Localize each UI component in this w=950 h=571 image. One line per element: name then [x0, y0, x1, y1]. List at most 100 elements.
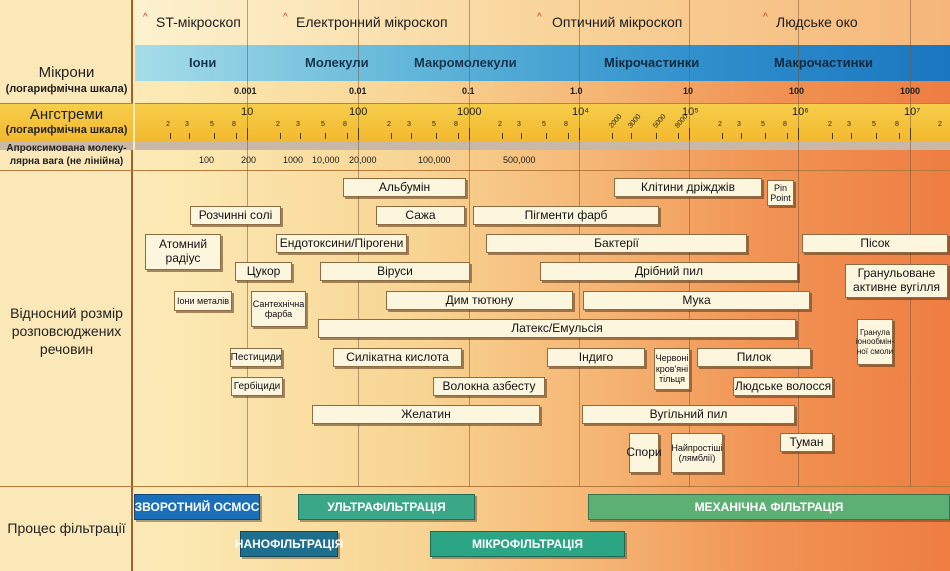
- grid-line: [798, 0, 799, 487]
- angstrom-minor-tick-label: 2: [718, 121, 722, 128]
- angstrom-subtitle: (логарифмічна шкала): [5, 124, 128, 136]
- substance-fog: Туман: [780, 433, 833, 452]
- process-nanofiltration: НАНОФІЛЬТРАЦІЯ: [235, 531, 343, 557]
- grid-line: [469, 0, 470, 487]
- angstrom-minor-tick-label: 5: [210, 121, 214, 128]
- angstrom-major-tick: 10⁶: [792, 106, 809, 118]
- angstrom-tick-mark: [678, 133, 679, 139]
- angstrom-tick-mark: [656, 133, 657, 139]
- substance-pollen: Пилок: [697, 348, 811, 367]
- substance-ion-exchange-resin: Гранула іонообмін-ної смоли: [856, 319, 894, 365]
- caret-icon: ^: [763, 12, 768, 23]
- process-mechanical-filtration: МЕХАНІЧНА ФІЛЬТРАЦІЯ: [588, 494, 950, 520]
- angstrom-minor-tick-label: 2: [938, 121, 942, 128]
- angstrom-minor-tick-label: 2: [498, 121, 502, 128]
- angstrom-major-tick-mark: [689, 128, 690, 140]
- substance-albumin: Альбумін: [343, 178, 466, 197]
- caret-icon: ^: [537, 12, 542, 23]
- substance-human-hair: Людське волосся: [733, 377, 833, 396]
- substance-plumbing-paint: Сантехнічна фарба: [251, 291, 306, 327]
- micron-tick: 0.1: [462, 86, 475, 96]
- angstrom-minor-tick-label: 3: [296, 121, 300, 128]
- substance-pin-point: Pin Point: [767, 180, 794, 206]
- substance-protozoa: Найпростіші (лямблії): [671, 433, 723, 473]
- process-reverse-osmosis: ЗВОРОТНИЙ ОСМОС: [134, 494, 260, 520]
- microscope-band: [135, 0, 950, 45]
- angstrom-label-band: [0, 103, 133, 143]
- angstrom-minor-tick-label: 3: [847, 121, 851, 128]
- angstrom-minor-tick-label: 8: [564, 121, 568, 128]
- angstrom-major-tick-mark: [579, 128, 580, 140]
- angstrom-major-tick: 100: [349, 106, 368, 118]
- mw-band: [135, 141, 950, 150]
- micron-tick: 1000: [900, 86, 921, 96]
- substance-flour: Мука: [583, 291, 810, 310]
- substances-title-line3: речовин: [39, 341, 94, 357]
- mw-value: 100: [199, 155, 215, 165]
- substance-coal-dust: Вугільний пил: [582, 405, 795, 424]
- separator-line: [0, 170, 950, 171]
- angstrom-minor-tick-label: 5: [542, 121, 546, 128]
- substance-bacteria: Бактерії: [486, 234, 747, 253]
- substance-asbestos-fibers: Волокна азбесту: [433, 377, 545, 396]
- angstrom-tick-mark: [546, 133, 547, 139]
- angstrom-tick-mark: [300, 133, 301, 139]
- angstrom-major-tick: 10⁵: [682, 106, 699, 118]
- angstrom-minor-tick-label: 3: [407, 121, 411, 128]
- substance-silicic-acid: Силікатна кислота: [333, 348, 462, 367]
- category-label: Макромолекули: [414, 55, 517, 70]
- substances-title-line2: розповсюджених: [11, 323, 122, 339]
- substance-soluble-salts: Розчинні солі: [190, 206, 281, 225]
- micron-tick: 10: [683, 86, 694, 96]
- mw-value: 10,000: [312, 155, 340, 165]
- category-label: Макрочастинки: [774, 55, 873, 70]
- angstrom-tick-mark: [189, 133, 190, 139]
- angstrom-tick-mark: [214, 133, 215, 139]
- caret-icon: ^: [143, 12, 148, 23]
- substance-endotoxins: Ендотоксини/Пірогени: [276, 234, 407, 253]
- substance-metal-ions: Іони металів: [174, 291, 232, 311]
- angstrom-minor-tick-label: 2: [276, 121, 280, 128]
- grid-line: [247, 0, 248, 487]
- substance-paint-pigments: Пігменти фарб: [473, 206, 659, 225]
- substance-pesticides: Пестициди: [230, 348, 282, 367]
- angstrom-title: Ангстреми: [29, 106, 104, 123]
- angstrom-minor-tick-label: 8: [454, 121, 458, 128]
- microscope-label: Електронний мікроскоп: [296, 14, 448, 30]
- angstrom-minor-tick-label: 8: [232, 121, 236, 128]
- angstrom-major-tick: 10⁷: [904, 106, 921, 118]
- angstrom-major-tick-mark: [910, 128, 911, 140]
- angstrom-tick-mark: [236, 133, 237, 139]
- angstrom-band: [135, 103, 950, 143]
- micron-subtitle: (логарифмічна шкала): [5, 83, 128, 95]
- angstrom-minor-tick-label: 2: [828, 121, 832, 128]
- angstrom-tick-mark: [832, 133, 833, 139]
- micron-tick: 100: [789, 86, 805, 96]
- micron-tick: 0.01: [349, 86, 367, 96]
- substance-yeast-cells: Клітини дріжджів: [614, 178, 762, 197]
- substance-granular-activated-carbon: Гранульоване активне вугілля: [845, 264, 948, 298]
- angstrom-major-tick-mark: [247, 128, 248, 140]
- substance-fine-dust: Дрібний пил: [540, 262, 798, 281]
- process-ultrafiltration: УЛЬТРАФІЛЬТРАЦІЯ: [298, 494, 475, 520]
- angstrom-tick-mark: [458, 133, 459, 139]
- substance-spores: Спори: [626, 433, 662, 473]
- substance-red-blood-cells: Червоні кров'яні тільця: [654, 348, 690, 390]
- angstrom-major-tick-mark: [469, 128, 470, 140]
- angstrom-tick-mark: [851, 133, 852, 139]
- angstrom-tick-mark: [280, 133, 281, 139]
- angstrom-tick-mark: [502, 133, 503, 139]
- substance-tobacco-smoke: Дим тютюну: [386, 291, 573, 310]
- angstrom-tick-mark: [411, 133, 412, 139]
- angstrom-minor-tick-label: 5: [321, 121, 325, 128]
- angstrom-major-tick: 10: [241, 106, 254, 118]
- angstrom-minor-tick-label: 5: [872, 121, 876, 128]
- angstrom-minor-tick-label: 2: [387, 121, 391, 128]
- micron-band: [135, 45, 950, 81]
- angstrom-tick-mark: [787, 133, 788, 139]
- microscope-label: Людське око: [776, 14, 858, 30]
- angstrom-major-tick-mark: [358, 128, 359, 140]
- angstrom-minor-tick-label: 8: [343, 121, 347, 128]
- substance-soot: Сажа: [376, 206, 465, 225]
